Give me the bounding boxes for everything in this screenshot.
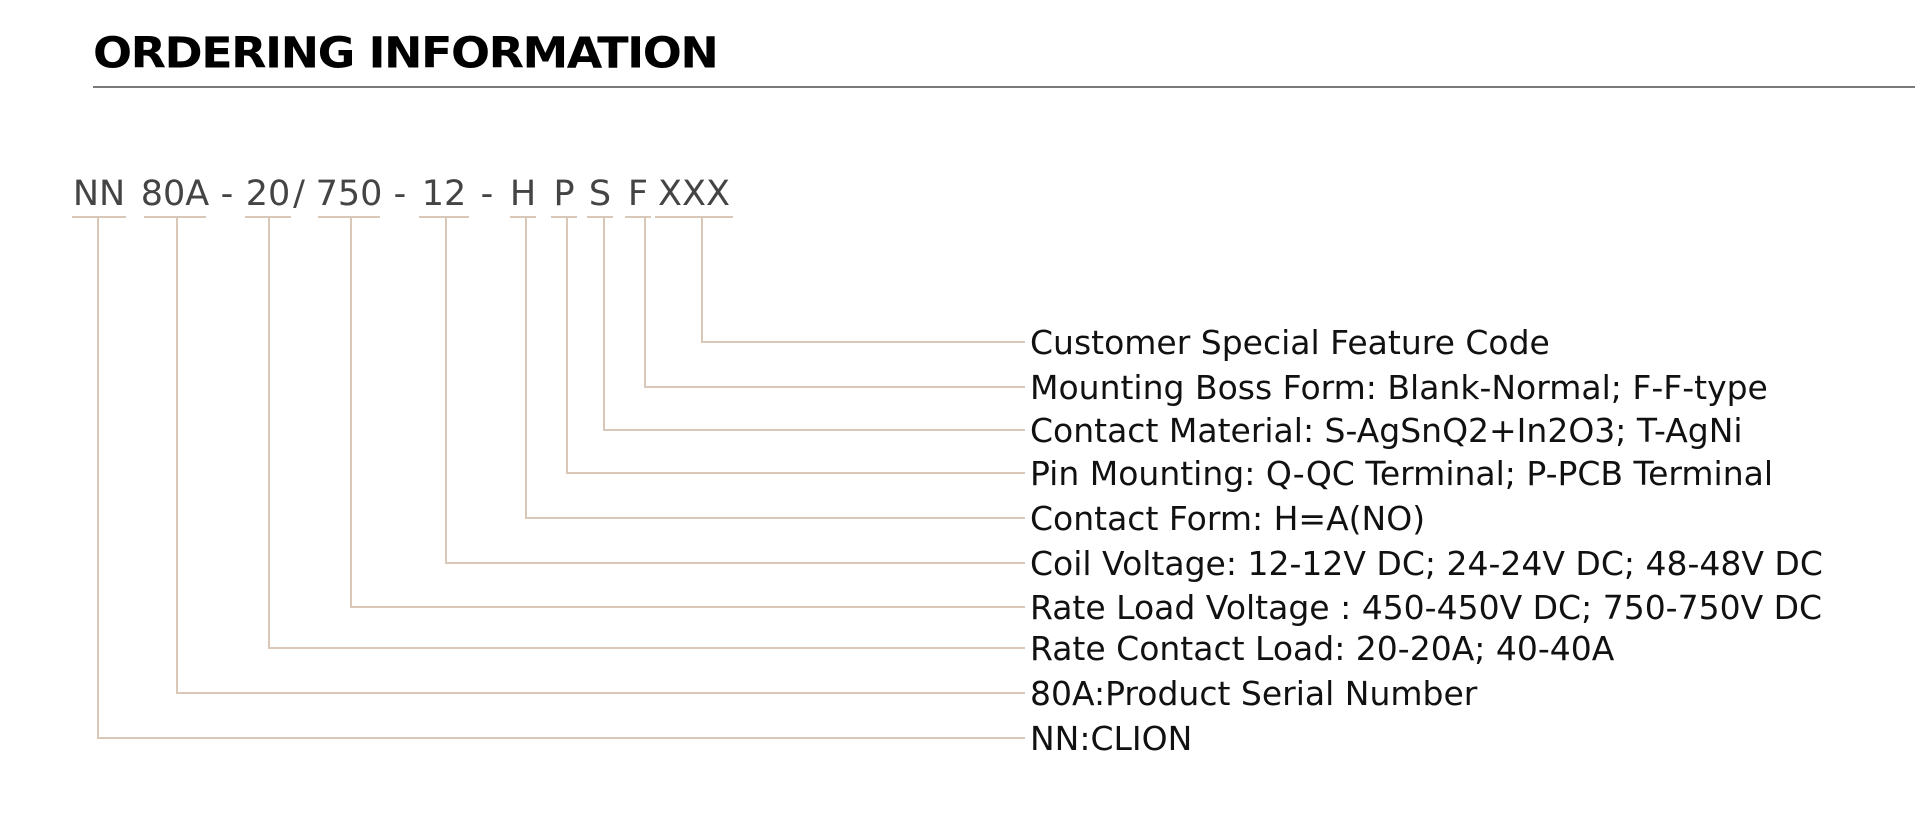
connector-line [566,217,1025,474]
code-segment: NN [73,174,125,214]
title-rule [93,86,1915,88]
description-label: Contact Form: H=A(NO) [1030,499,1425,538]
connector-line [701,217,1025,343]
page-title: ORDERING INFORMATION [93,28,719,78]
connector-line [268,217,1025,649]
description-label: 80A:Product Serial Number [1030,674,1478,713]
code-segment: - [481,174,494,214]
code-segment: 750 [316,174,383,214]
code-segment: / [293,174,305,214]
connector-line [176,217,1025,694]
description-label: Pin Mounting: Q-QC Terminal; P-PCB Termi… [1030,454,1773,493]
code-segment: F [628,174,648,214]
connector-line [644,217,1025,388]
description-label: Mounting Boss Form: Blank-Normal; F-F-ty… [1030,368,1768,407]
code-segment: XXX [658,174,730,214]
connector-line [603,217,1025,431]
code-segment: - [394,174,407,214]
connector-line [445,217,1025,564]
description-label: Rate Load Voltage : 450-450V DC; 750-750… [1030,588,1822,627]
code-segment: S [589,174,611,214]
code-segment: 12 [422,174,467,214]
description-label: NN:CLION [1030,719,1192,758]
description-label: Customer Special Feature Code [1030,323,1550,362]
code-segment: 20 [246,174,291,214]
description-label: Coil Voltage: 12-12V DC; 24-24V DC; 48-4… [1030,544,1823,583]
connector-line [525,217,1025,519]
code-segment: - [221,174,234,214]
description-label: Rate Contact Load: 20-20A; 40-40A [1030,629,1615,668]
code-segment: H [510,174,536,214]
connector-line [350,217,1025,608]
description-label: Contact Material: S-AgSnQ2+In2O3; T-AgNi [1030,411,1743,450]
connector-line [97,217,1025,739]
code-segment: P [553,174,574,214]
code-segment: 80A [141,174,210,214]
